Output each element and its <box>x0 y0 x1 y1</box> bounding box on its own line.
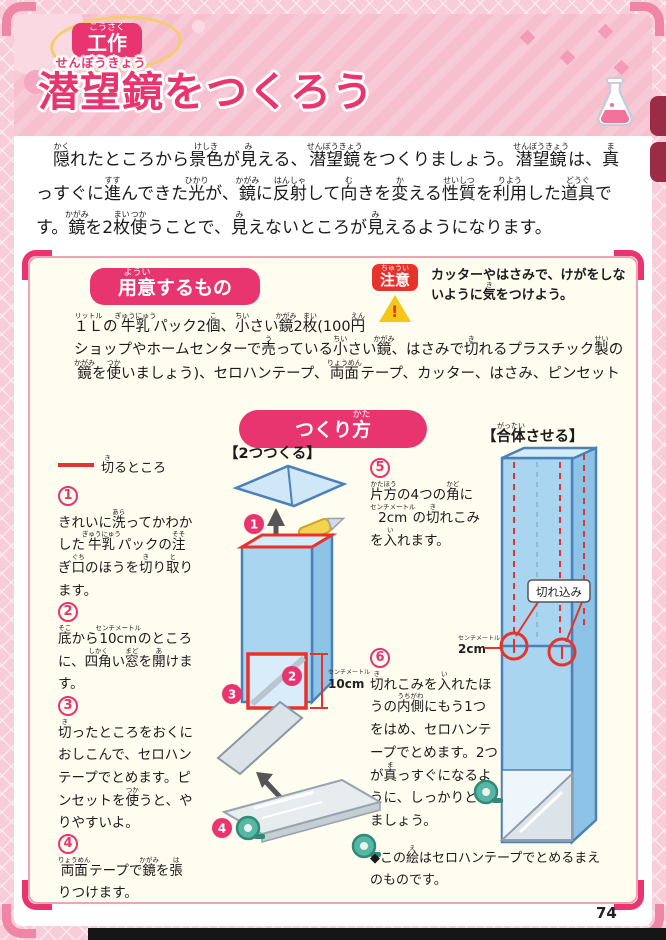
howto-heading: つくり方かた <box>238 410 428 448</box>
step-2: 2 底そこから10cmセンチメートルのところに、四角しかくい窓まどを開あけます。 <box>58 600 196 696</box>
diagram-step-1-marker: 1 <box>244 514 264 534</box>
warning-icon: ! <box>379 294 411 322</box>
confetti-decoration <box>613 59 630 76</box>
tape-icon <box>473 779 503 805</box>
step-3-text: 切きったところをおくにおしこんで、セロハンテープでとめます。ピンセットを使つかう… <box>58 717 193 832</box>
confetti-decoration <box>519 29 536 46</box>
chapter-tab <box>650 142 666 182</box>
svg-text:4: 4 <box>218 822 226 836</box>
frame-corner-top-right <box>630 2 664 36</box>
content-box: 用意よういするもの 注意ちゅうい ! カッターやはさみで、けがをしないように気き… <box>22 250 644 910</box>
frame-corner-top-left <box>2 2 36 36</box>
tape-icon <box>351 833 381 859</box>
folded-carton-top <box>232 464 348 508</box>
step-2-number: 2 <box>58 601 78 622</box>
svg-text:2: 2 <box>288 670 296 684</box>
svg-text:センチメートル: センチメートル <box>458 635 500 642</box>
box-corner-bracket <box>22 250 52 280</box>
step-2-text: 底そこから10cmセンチメートルのところに、四角しかくい窓まどを開あけます。 <box>58 623 193 693</box>
diagram-step-3-marker: 3 <box>222 684 242 704</box>
page-sheet: 工作こうさく 潜望鏡せんぼうきょうをつくろう 隠かくれたところから景色けしきが見… <box>14 14 652 926</box>
caution-badge: 注意ちゅうい <box>371 264 418 291</box>
step-5-number: 5 <box>370 457 390 478</box>
step-3: 3 切きったところをおくにおしこんで、セロハンテープでとめます。ピンセットを使つ… <box>58 694 196 835</box>
svg-text:センチメートル: センチメートル <box>328 669 370 676</box>
step-4-number: 4 <box>58 833 78 854</box>
svg-text:1: 1 <box>250 518 258 532</box>
combine-label: 【合体がったいさせる】 <box>482 422 584 445</box>
diagram-step-2-marker: 2 <box>282 666 302 686</box>
slit-highlight-circles <box>499 631 577 667</box>
cut-legend: 切きるところ <box>58 454 166 476</box>
step-1-number: 1 <box>58 485 78 506</box>
step-5: 5 片方かたほうの4つの角かどに2cmセンチメートルの切きれこみを入いれます。 <box>370 456 490 552</box>
carton-assembly-illustration: 1 <box>212 464 383 859</box>
dimension-2cm: センチメートル 2cm <box>458 635 501 656</box>
svg-text:2cm: 2cm <box>458 642 486 656</box>
bubble-decoration <box>24 70 48 94</box>
materials-list: １Ｌリットルの牛乳ぎゅうにゅうパック2個こ、小ちいさい鏡かがみ2枚まい(100円… <box>74 312 634 386</box>
intro-paragraph: 隠かくれたところから景色けしきが見みえる、潜望鏡せんぼうきょうをつくりましょう。… <box>36 142 620 238</box>
bubble-decoration <box>192 20 205 33</box>
step-6-number: 6 <box>370 647 390 668</box>
step-6: 6 切きれこみを入いれたほうの内側うちがわにもう1つをはめ、セロハンテープでとめ… <box>370 646 498 833</box>
step-3-number: 3 <box>58 695 78 716</box>
cut-line-sample <box>58 463 94 467</box>
confetti-decoration <box>559 49 576 66</box>
tape-icon <box>235 815 265 841</box>
frame-corner-bottom-left <box>2 904 36 938</box>
box-corner-bracket <box>22 880 52 910</box>
caution-box: 注意ちゅうい ! カッターやはさみで、けがをしないように気きをつけよう。 <box>366 264 634 322</box>
periscope-column-illustration: 切れ込み センチメートル 2cm <box>458 446 598 845</box>
svg-text:切れ込み: 切れ込み <box>536 585 582 599</box>
inserted-mirror <box>216 700 304 776</box>
caution-badge-column: 注意ちゅうい ! <box>366 264 424 322</box>
step-1: 1 きれいに洗あらってかわかした牛乳ぎゅうにゅうパックの注そそぎ口ぐちのほうを切… <box>58 484 196 602</box>
page-number: 74 <box>596 904 617 922</box>
caution-wrap-spacer <box>374 312 634 332</box>
page-header: 工作こうさく 潜望鏡せんぼうきょうをつくろう <box>14 14 652 136</box>
kirekomi-leaders <box>515 601 583 643</box>
step-5-text: 片方かたほうの4つの角かどに2cmセンチメートルの切きれこみを入いれます。 <box>370 479 480 549</box>
svg-text:10cm: 10cm <box>328 677 364 691</box>
make-two-label: 【2つつくる】 <box>224 446 321 462</box>
caution-text: カッターやはさみで、けがをしないように気きをつけよう。 <box>431 268 626 304</box>
materials-list-text: １Ｌリットルの牛乳ぎゅうにゅうパック2個こ、小ちいさい鏡かがみ2枚まい(100円… <box>74 312 624 382</box>
confetti-decoration <box>597 23 614 40</box>
step-4-text: 両面りょうめんテープで鏡かがみを張はりつけます。 <box>58 855 183 902</box>
footnote: ◆この絵えはセロハンテープでとめるまえのものです。 <box>370 844 601 889</box>
bottom-print-bar <box>88 928 666 940</box>
flask-icon <box>596 77 634 127</box>
step-1-text: きれいに洗あらってかわかした牛乳ぎゅうにゅうパックの注そそぎ口ぐちのほうを切きり… <box>58 507 193 599</box>
dimension-10cm: センチメートル 10cm <box>310 653 370 709</box>
bottom-mirror-opening <box>499 769 573 843</box>
box-corner-bracket <box>614 880 644 910</box>
box-corner-bracket <box>614 250 644 280</box>
chapter-tab <box>650 96 666 136</box>
cut-legend-label: 切きるところ <box>101 454 167 476</box>
diagram-step-4-marker: 4 <box>212 818 232 838</box>
svg-text:3: 3 <box>228 688 236 702</box>
step-6-text: 切きれこみを入いれたほうの内側うちがわにもう1つをはめ、セロハンテープでとめます… <box>370 669 498 829</box>
materials-heading: 用意よういするもの <box>90 268 261 305</box>
page-title: 潜望鏡せんぼうきょうをつくろう <box>38 56 374 116</box>
step-4: 4 両面りょうめんテープで鏡かがみを張はりつけます。 <box>58 832 196 905</box>
craft-category-badge: 工作こうさく <box>72 23 142 57</box>
kirekomi-label: 切れ込み <box>527 579 591 603</box>
